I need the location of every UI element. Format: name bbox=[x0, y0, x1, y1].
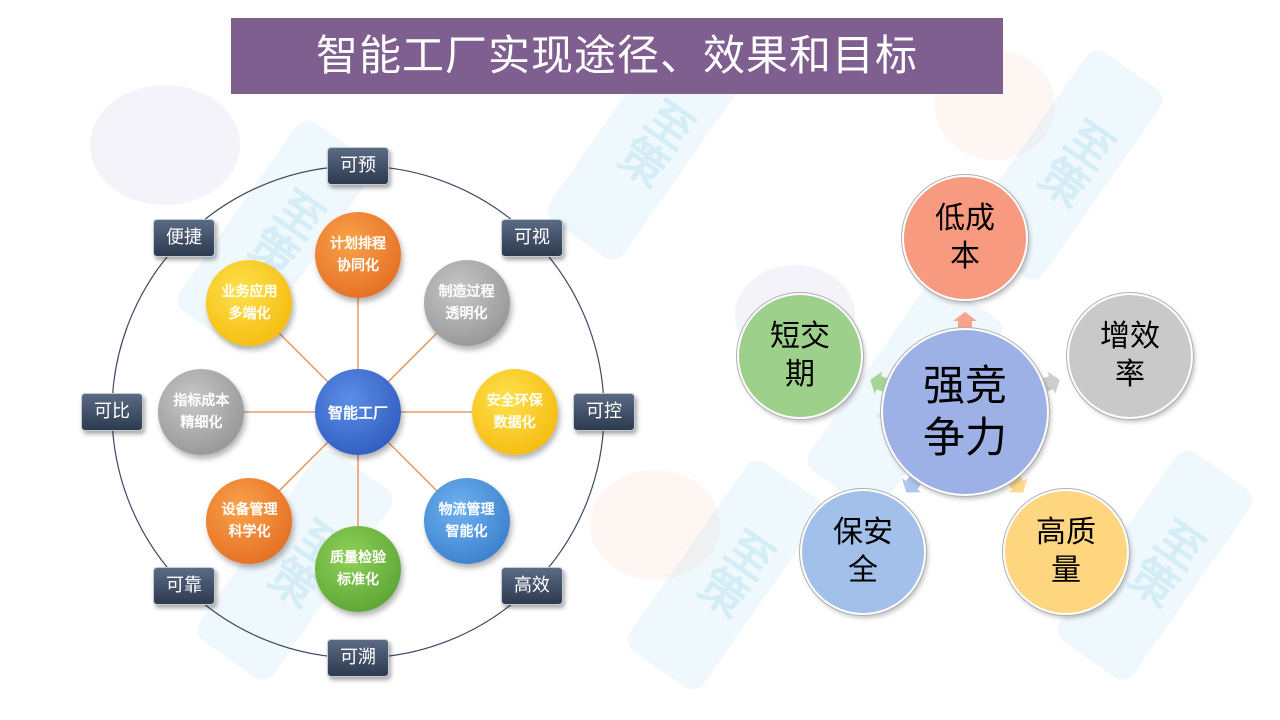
wheel-node: 业务应用 多端化 bbox=[206, 260, 293, 347]
ring-tag: 可靠 bbox=[153, 566, 216, 605]
wheel-node: 物流管理 智能化 bbox=[423, 477, 510, 564]
ring-tag: 可视 bbox=[500, 219, 563, 258]
watermark-logo-blob bbox=[590, 470, 720, 580]
wheel-node: 质量检验 标准化 bbox=[315, 525, 401, 612]
ring-tag: 可控 bbox=[573, 393, 635, 431]
wheel-node: 计划排程 协同化 bbox=[315, 212, 401, 299]
watermark-logo-blob bbox=[90, 85, 240, 205]
wheel-node: 制造过程 透明化 bbox=[423, 260, 510, 347]
goal-node-quality: 高质 量 bbox=[1003, 489, 1129, 615]
goal-center-competitiveness: 强竞 争力 bbox=[881, 328, 1049, 496]
goal-node-low-cost: 低成 本 bbox=[902, 175, 1028, 301]
wheel-center-smart-factory: 智能工厂 bbox=[315, 369, 401, 455]
ring-tag: 可溯 bbox=[327, 639, 389, 677]
ring-tag: 便捷 bbox=[153, 219, 216, 258]
wheel-node: 设备管理 科学化 bbox=[206, 477, 293, 564]
wheel-node: 安全环保 数据化 bbox=[471, 369, 558, 455]
ring-tag: 可预 bbox=[327, 147, 389, 185]
goal-node-safety: 保安 全 bbox=[800, 489, 926, 615]
wheel-node: 指标成本 精细化 bbox=[158, 369, 245, 455]
goal-node-delivery: 短交 期 bbox=[737, 293, 863, 419]
ring-tag: 可比 bbox=[81, 393, 143, 431]
page-title: 智能工厂实现途径、效果和目标 bbox=[231, 18, 1003, 94]
goal-node-efficiency: 增效 率 bbox=[1067, 293, 1193, 419]
ring-tag: 高效 bbox=[500, 566, 563, 605]
